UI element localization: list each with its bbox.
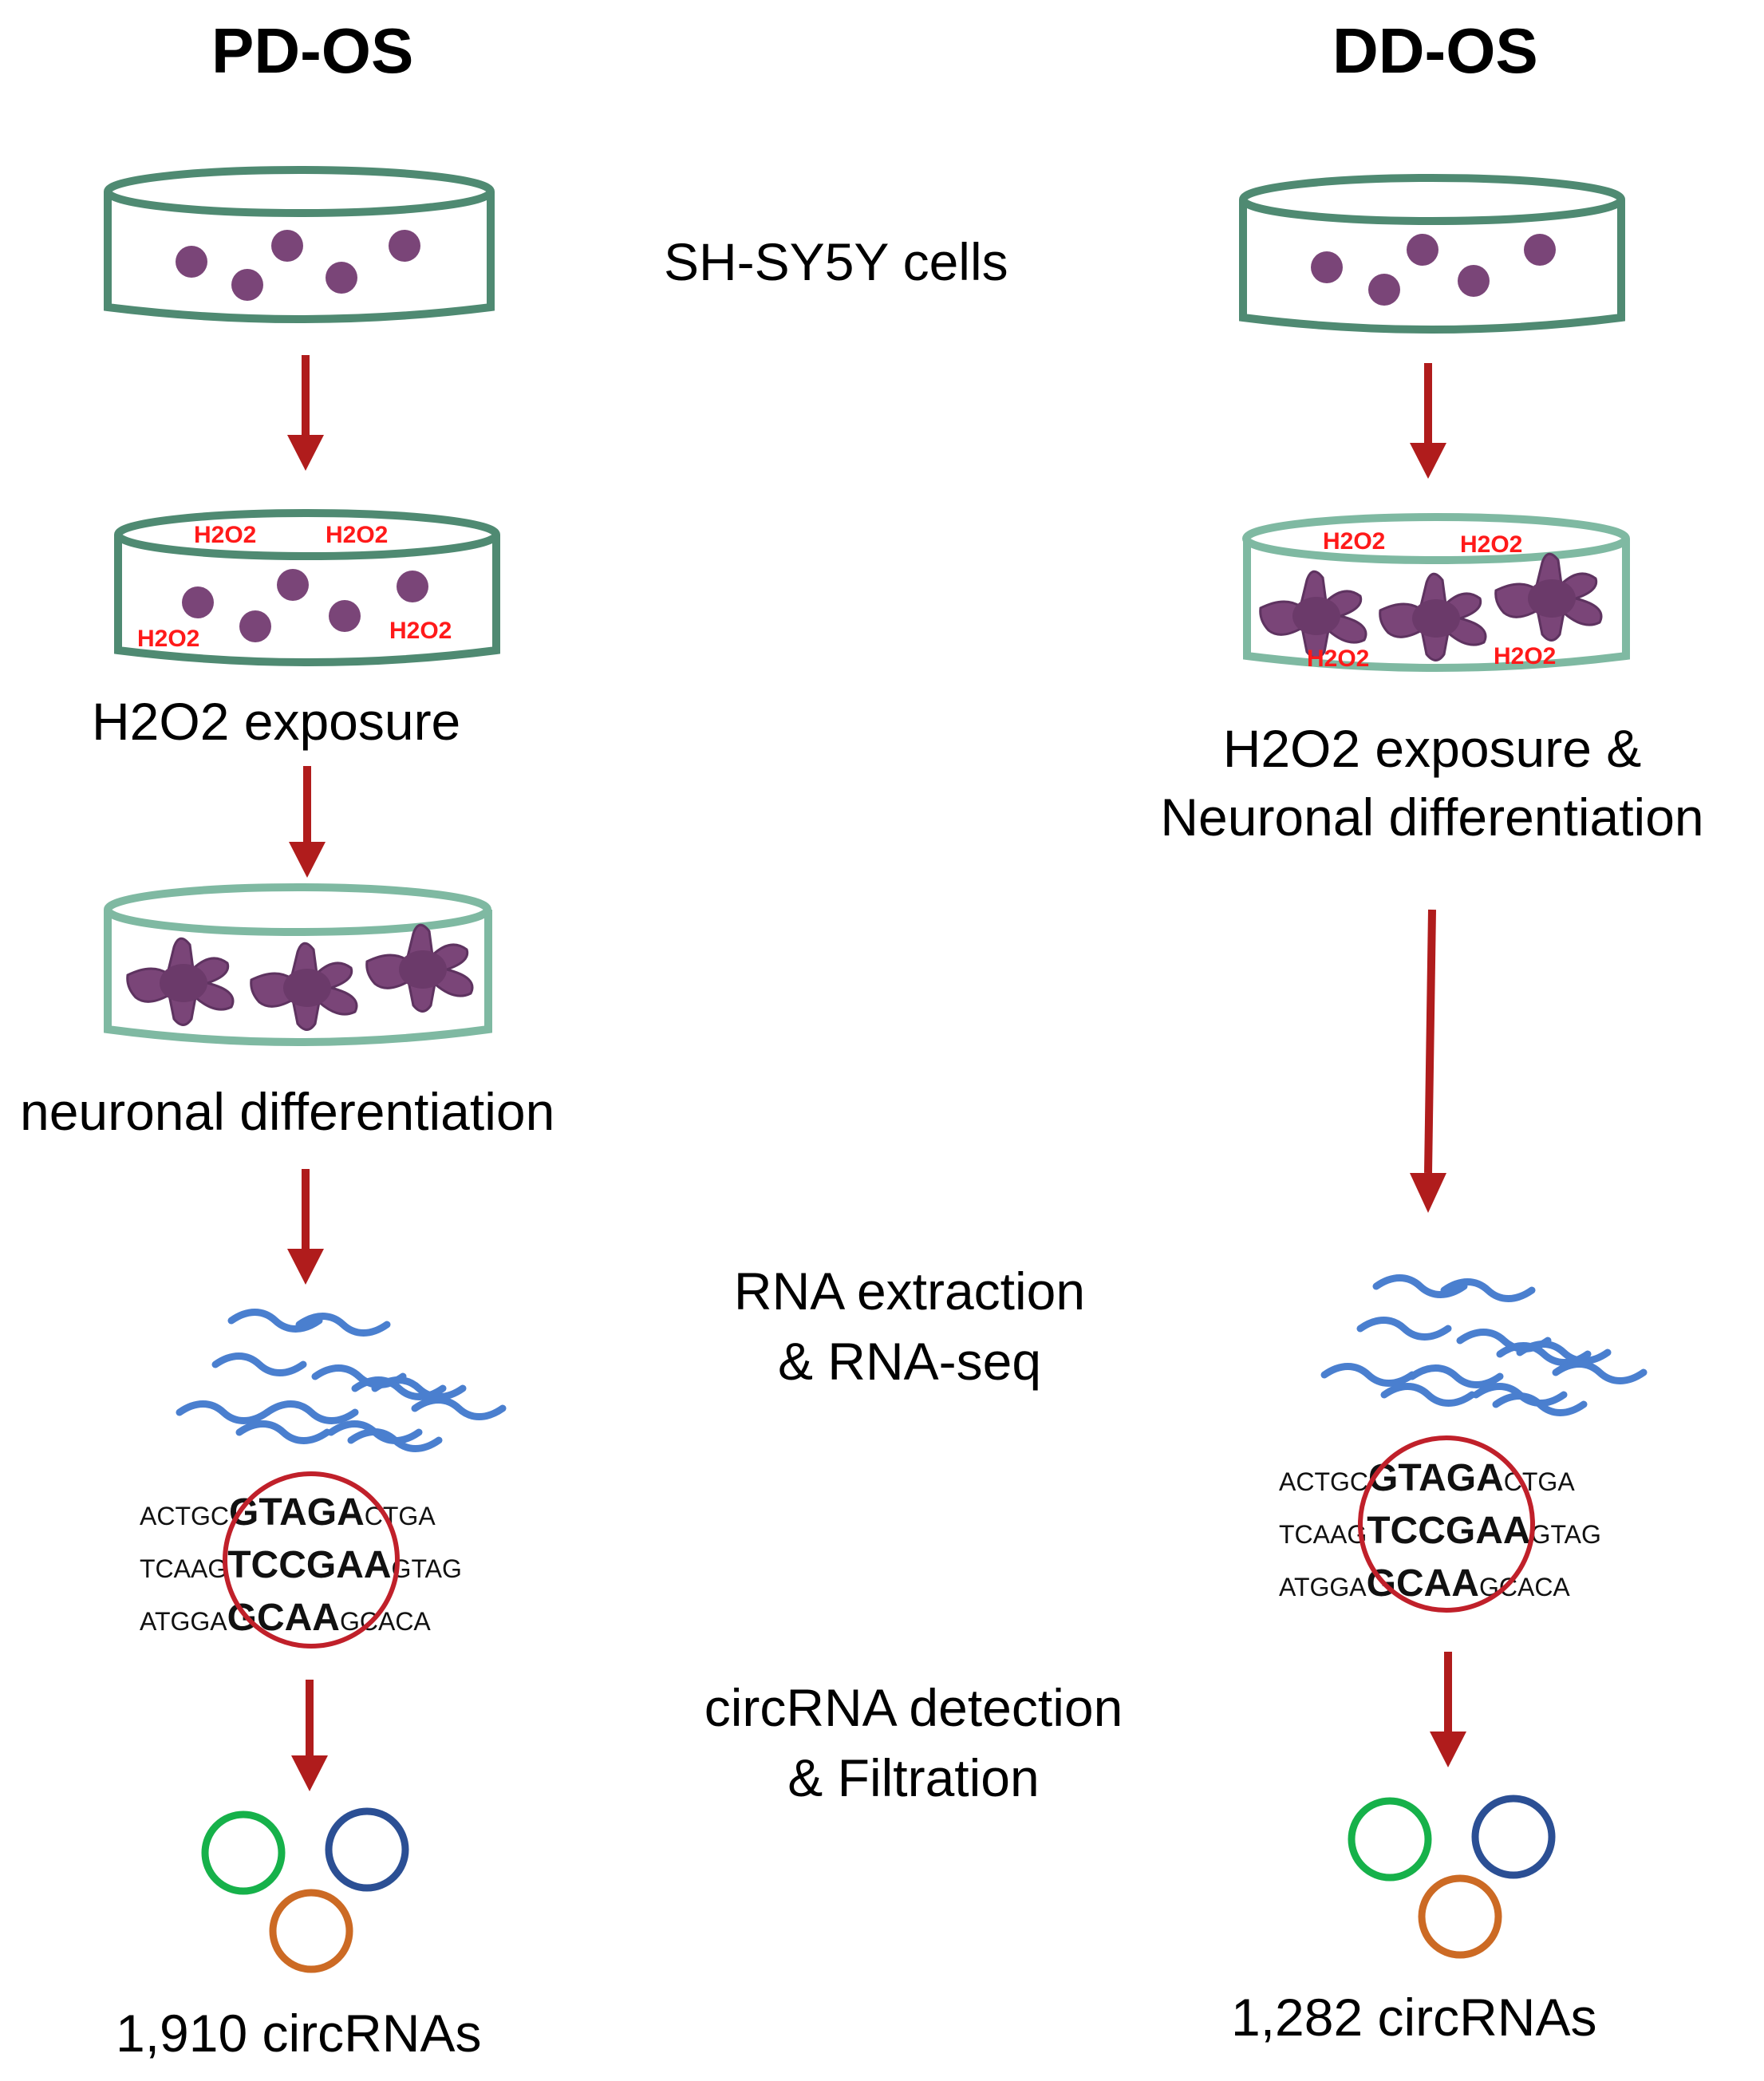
right-arrow-1 <box>1410 363 1446 479</box>
start-cells-label: SH-SY5Y cells <box>664 232 1008 291</box>
circrna-detection-line1: circRNA detection <box>704 1678 1123 1737</box>
right-dish-1 <box>1239 174 1625 334</box>
right-dish-2 <box>1242 513 1630 672</box>
rna-extraction-line2: & RNA-seq <box>777 1332 1042 1391</box>
left-h2o2-exposure-label: H2O2 exposure <box>92 692 461 751</box>
right-combined-step-label: H2O2 exposure & Neuronal differentiation <box>1109 718 1755 847</box>
seq-row-1: ACTGCGTAGACTGA <box>1279 1457 1575 1499</box>
left-circrna-rings <box>201 1807 409 1973</box>
reagent-text: H2O2 <box>1494 643 1556 669</box>
left-dish-1 <box>104 166 495 323</box>
left-dish-3 <box>104 883 492 1046</box>
left-arrow-4 <box>291 1680 328 1791</box>
right-column-title: DD-OS <box>1332 15 1538 86</box>
reagent-text: H2O2 <box>1307 646 1369 672</box>
right-circrna-rings <box>1348 1795 1556 1959</box>
seq-row-2: TCAAGTCCGAAGTAG <box>1279 1510 1601 1552</box>
left-dish-2 <box>114 509 500 666</box>
seq-row-2: TCAAGTCCGAAGTAG <box>140 1544 462 1586</box>
reagent-text: H2O2 <box>389 618 452 644</box>
left-arrow-3 <box>287 1169 324 1285</box>
circrna-detection-label: circRNA detection & Filtration <box>654 1677 1173 1808</box>
right-arrow-3 <box>1430 1652 1466 1767</box>
reagent-text: H2O2 <box>1323 528 1385 555</box>
left-backsplice-circle <box>223 1471 400 1649</box>
left-arrow-1 <box>287 355 324 471</box>
left-result-label: 1,910 circRNAs <box>116 2004 482 2063</box>
reagent-text: H2O2 <box>194 522 256 548</box>
reagent-text: H2O2 <box>1460 531 1522 558</box>
reagent-text: H2O2 <box>137 626 199 652</box>
rna-extraction-label: RNA extraction & RNA-seq <box>662 1261 1157 1392</box>
right-step-line1: H2O2 exposure & <box>1222 719 1642 778</box>
left-arrow-2 <box>289 766 326 878</box>
circrna-detection-line2: & Filtration <box>787 1748 1040 1807</box>
rna-extraction-line1: RNA extraction <box>733 1262 1086 1321</box>
right-rna-fragments <box>1324 1278 1644 1413</box>
left-column-title: PD-OS <box>211 15 414 86</box>
left-neuronal-differentiation-label: neuronal differentiation <box>20 1082 555 1141</box>
right-backsplice-circle <box>1358 1435 1535 1613</box>
right-step-line2: Neuronal differentiation <box>1160 788 1704 847</box>
reagent-text: H2O2 <box>326 522 388 548</box>
right-result-label: 1,282 circRNAs <box>1231 1988 1597 2047</box>
left-rna-fragments <box>180 1313 503 1449</box>
right-arrow-2 <box>1410 909 1446 1213</box>
